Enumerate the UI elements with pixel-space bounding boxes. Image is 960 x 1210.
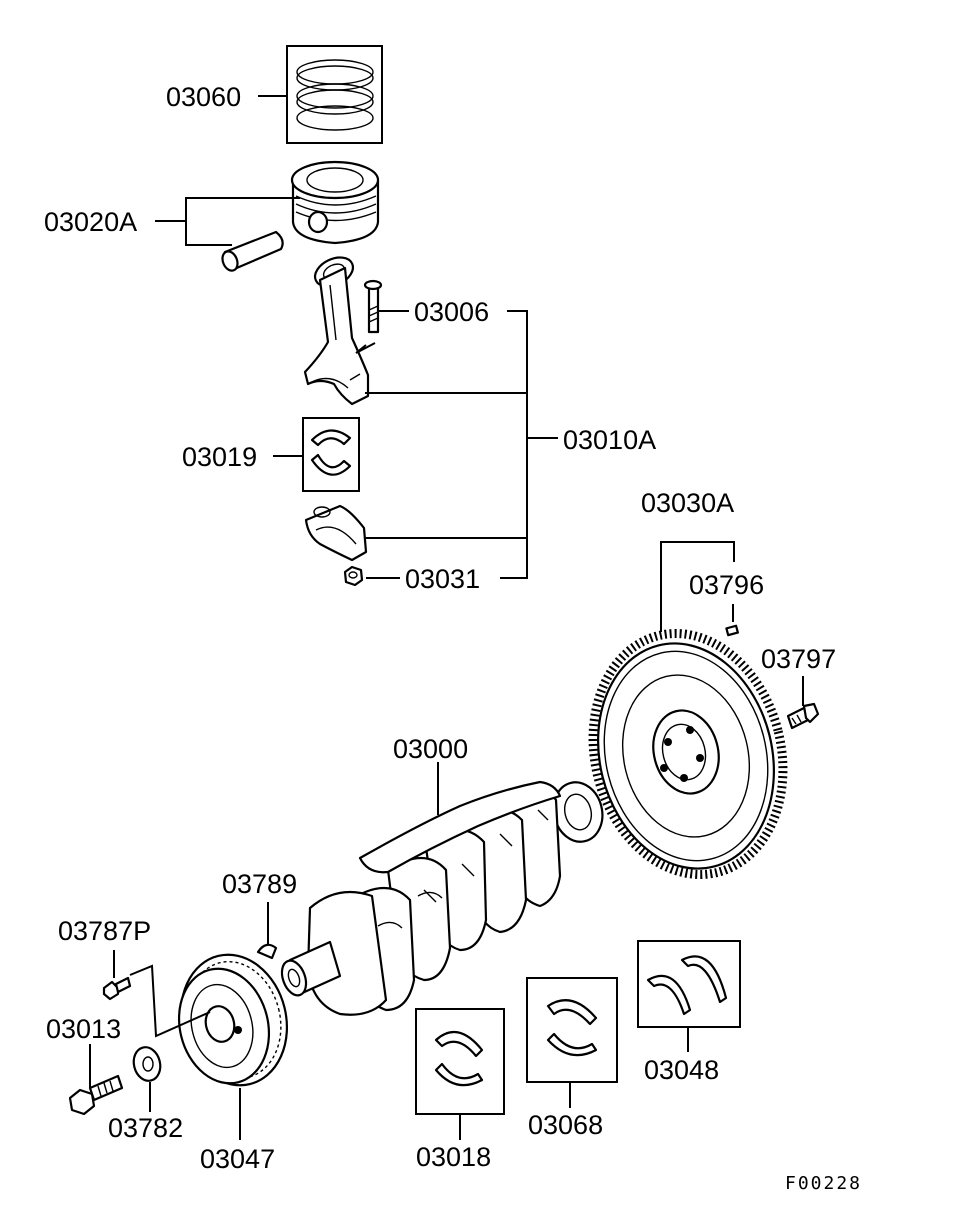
rod-bearing-part[interactable] bbox=[302, 417, 360, 492]
label-03796: 03796 bbox=[689, 570, 764, 600]
piston-rings-part[interactable] bbox=[286, 45, 383, 144]
piston-part[interactable] bbox=[290, 160, 380, 245]
thrust-main-bearing-part[interactable] bbox=[526, 977, 618, 1083]
thrust-washer-part[interactable] bbox=[637, 940, 741, 1028]
label-03060: 03060 bbox=[166, 82, 241, 112]
label-03018: 03018 bbox=[416, 1142, 491, 1172]
rod-nut-part[interactable] bbox=[343, 565, 364, 587]
woodruff-key-part[interactable] bbox=[256, 943, 278, 960]
main-bearing-box bbox=[415, 1008, 505, 1115]
label-03787p: 03787P bbox=[58, 916, 151, 946]
label-03068: 03068 bbox=[528, 1110, 603, 1140]
label-03013: 03013 bbox=[46, 1014, 121, 1044]
main-bearing-part[interactable] bbox=[415, 1008, 505, 1115]
damper-pulley-part[interactable] bbox=[167, 943, 300, 1096]
rod-bearing-box bbox=[302, 417, 360, 492]
piston-rings-box bbox=[286, 45, 383, 144]
label-03031: 03031 bbox=[405, 564, 480, 594]
connecting-rod-part[interactable] bbox=[303, 252, 370, 406]
crank-pulley-bolt-part[interactable] bbox=[68, 1074, 124, 1116]
figure-code: F00228 bbox=[785, 1173, 862, 1194]
crankshaft-part[interactable] bbox=[278, 777, 609, 1016]
pulley-bolt-small-part[interactable] bbox=[102, 976, 132, 1001]
label-03010a: 03010A bbox=[563, 425, 656, 455]
flywheel-part[interactable] bbox=[568, 613, 808, 895]
label-03047: 03047 bbox=[200, 1144, 275, 1174]
dowel-pin-part[interactable] bbox=[725, 624, 739, 637]
flywheel-bolt-part[interactable] bbox=[786, 702, 820, 730]
label-03789: 03789 bbox=[222, 869, 297, 899]
piston-pin-part[interactable] bbox=[220, 230, 284, 273]
rod-cap-part[interactable] bbox=[304, 504, 368, 562]
thrust-main-bearing-box bbox=[526, 977, 618, 1083]
label-03030a: 03030A bbox=[641, 488, 734, 518]
label-03797: 03797 bbox=[761, 644, 836, 674]
washer-part[interactable] bbox=[130, 1044, 163, 1083]
label-03006: 03006 bbox=[414, 297, 489, 327]
label-03020a: 03020A bbox=[44, 207, 137, 237]
label-03782: 03782 bbox=[108, 1113, 183, 1143]
rod-bolt-part[interactable] bbox=[363, 279, 383, 334]
label-03048: 03048 bbox=[644, 1055, 719, 1085]
label-03019: 03019 bbox=[182, 442, 257, 472]
label-03000: 03000 bbox=[393, 734, 468, 764]
